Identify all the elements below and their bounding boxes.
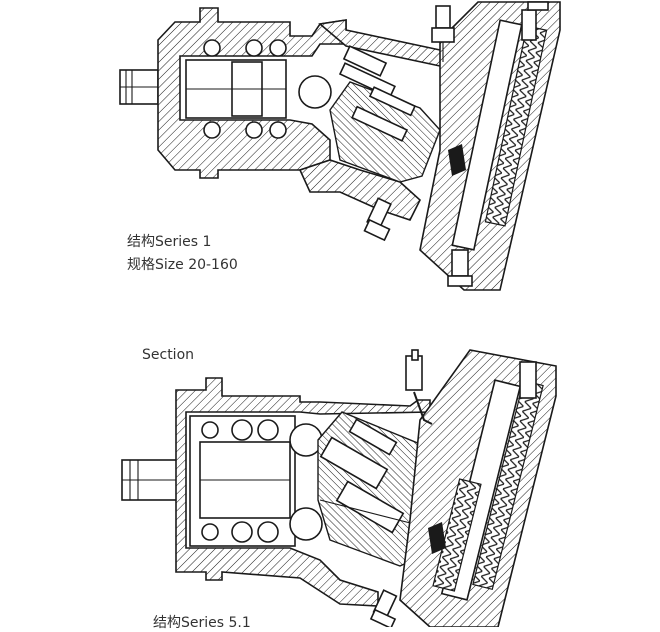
bearing-housing: [157, 7, 347, 179]
series5-cross-section: [121, 349, 557, 627]
section-heading: Section: [142, 347, 195, 363]
output-shaft-lower: [121, 459, 179, 501]
output-shaft: [119, 69, 159, 105]
bottom-fitting: [363, 197, 473, 287]
control-housing: [419, 1, 561, 291]
series1-cross-section: [119, 1, 561, 291]
bottom-fitting-lower: [369, 589, 398, 627]
top-fitting-lower: [405, 349, 433, 425]
top-fitting: [431, 5, 455, 62]
cylinder-block: [329, 45, 441, 183]
series1-label: 结构Series 1: [127, 234, 212, 250]
series5-label: 结构Series 5.1: [153, 615, 251, 631]
size-label: 规格Size 20-160: [127, 257, 238, 273]
control-housing-lower: [399, 349, 557, 627]
